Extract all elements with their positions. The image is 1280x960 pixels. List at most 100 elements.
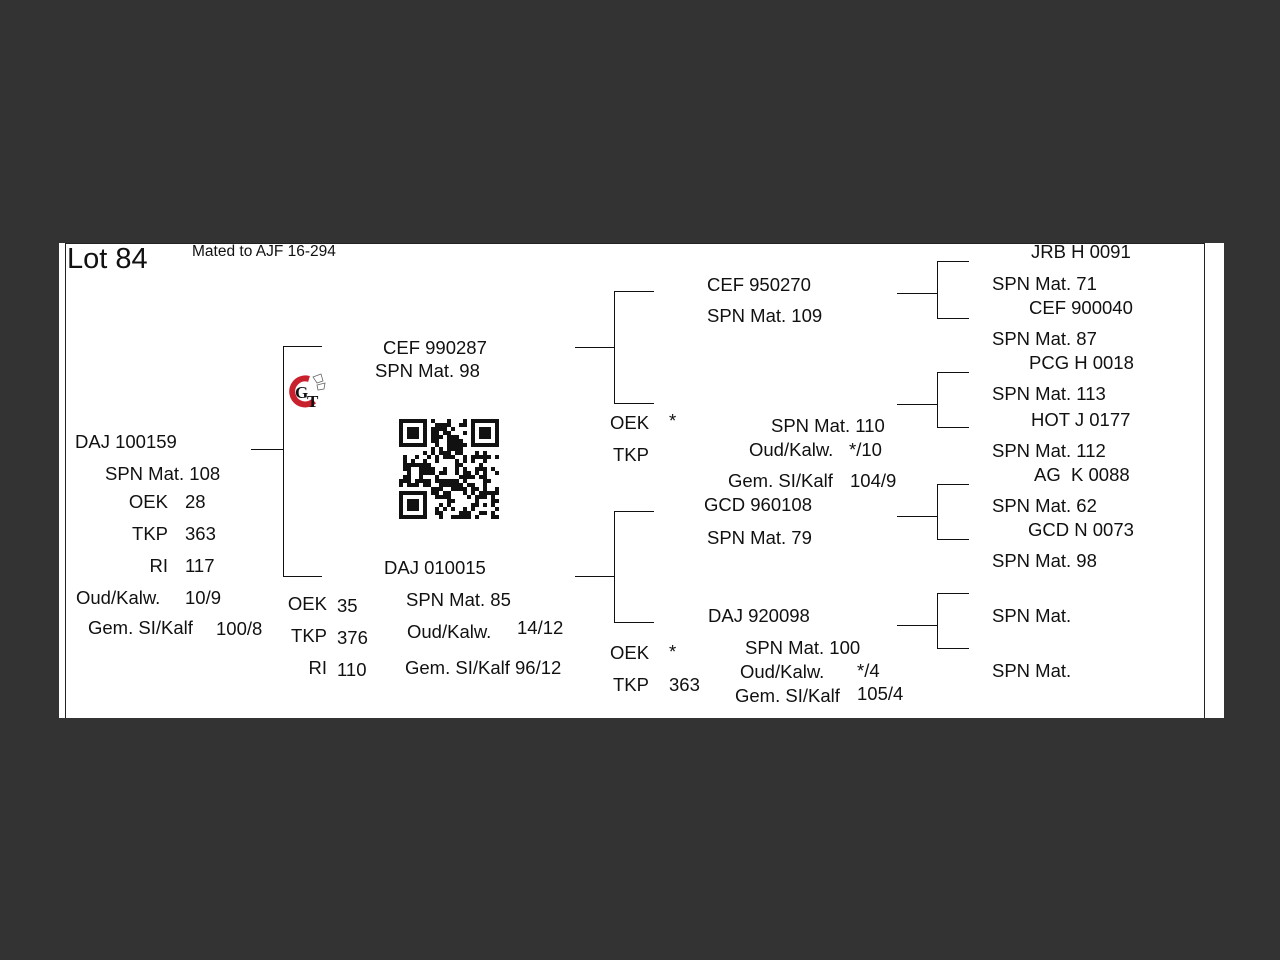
mat-granddam-oek-value: * xyxy=(669,641,677,662)
bracket-line xyxy=(614,403,654,404)
bracket-line xyxy=(897,404,937,405)
bracket-line xyxy=(937,372,938,427)
ggp-spn: SPN Mat. 113 xyxy=(992,383,1106,404)
pat-granddam-spn: SPN Mat. 110 xyxy=(771,415,885,436)
mat-granddam-oud-label: Oud/Kalw. xyxy=(740,661,825,682)
bracket-line xyxy=(937,593,938,648)
pat-grandsire-spn: SPN Mat. 109 xyxy=(707,305,823,326)
bracket-line xyxy=(614,511,615,622)
pat-granddam-oek-value: * xyxy=(669,410,677,431)
mat-grandsire-id: GCD 960108 xyxy=(704,494,812,515)
animal-stat-label: TKP xyxy=(132,523,168,544)
bracket-line xyxy=(614,511,654,512)
svg-text:G: G xyxy=(295,383,308,402)
animal-stat-label: Oud/Kalw. xyxy=(76,587,161,608)
mat-granddam-oek-label: OEK xyxy=(610,642,650,663)
dam-gem-value: 96/12 xyxy=(515,657,562,678)
pedigree-card: Lot 84 Mated to AJF 16-294 DAJ 100159 SP… xyxy=(59,243,1224,718)
ggp-spn: SPN Mat. xyxy=(992,605,1072,626)
ggp-id: GCD N 0073 xyxy=(1028,519,1134,540)
sire-spn: SPN Mat. 98 xyxy=(375,360,480,381)
sire-id: CEF 990287 xyxy=(383,337,487,358)
bracket-line xyxy=(575,576,615,577)
bracket-line xyxy=(897,625,937,626)
lot-number: Lot 84 xyxy=(67,243,148,275)
ggp-id: JRB H 0091 xyxy=(1031,243,1131,262)
animal-stat-label: OEK xyxy=(128,491,168,512)
bracket-line xyxy=(897,293,937,294)
pat-granddam-gem-label: Gem. SI/Kalf xyxy=(728,470,833,491)
mated-to: Mated to AJF 16-294 xyxy=(192,243,336,260)
pat-granddam-gem-value: 104/9 xyxy=(850,470,897,491)
ggp-spn: SPN Mat. xyxy=(992,660,1072,681)
mat-granddam-oud-value: */4 xyxy=(857,660,880,681)
dam-stat-label: OEK xyxy=(287,593,327,614)
bracket-line xyxy=(897,516,937,517)
dam-id: DAJ 010015 xyxy=(384,557,486,578)
dam-oud-label: Oud/Kalw. xyxy=(407,621,492,642)
mat-granddam-tkp-value: 363 xyxy=(669,674,700,695)
bracket-line xyxy=(937,318,969,319)
bracket-line xyxy=(937,539,969,540)
dam-stat-label: RI xyxy=(308,657,328,678)
dam-oud-value: 14/12 xyxy=(517,617,564,638)
card-left-border xyxy=(65,243,66,718)
animal-stat-value: 363 xyxy=(185,523,216,544)
pat-granddam-oud-value: */10 xyxy=(849,439,882,460)
bracket-line xyxy=(283,346,322,347)
pat-granddam-tkp-label: TKP xyxy=(613,444,649,465)
bracket-line xyxy=(937,648,969,649)
bracket-line xyxy=(937,261,969,262)
mat-granddam-gem-label: Gem. SI/Kalf xyxy=(735,685,840,706)
pat-granddam-oud-label: Oud/Kalw. xyxy=(749,439,834,460)
dam-stat-value: 376 xyxy=(337,627,368,648)
dam-stat-label: TKP xyxy=(291,625,327,646)
animal-id: DAJ 100159 xyxy=(75,431,177,452)
ggp-spn: SPN Mat. 71 xyxy=(992,273,1097,294)
ggp-id: AG K 0088 xyxy=(1034,464,1130,485)
card-top-border xyxy=(65,243,1205,244)
dam-gem-label: Gem. SI/Kalf xyxy=(405,657,510,678)
mat-grandsire-spn: SPN Mat. 79 xyxy=(707,527,812,548)
bracket-line xyxy=(937,484,969,485)
dam-spn: SPN Mat. 85 xyxy=(406,589,511,610)
animal-stat-label: RI xyxy=(149,555,169,576)
ggp-id: HOT J 0177 xyxy=(1031,409,1131,430)
animal-spn: SPN Mat. 108 xyxy=(105,463,221,484)
animal-stat-value: 28 xyxy=(185,491,206,512)
bracket-line xyxy=(575,347,615,348)
bracket-line xyxy=(283,576,322,577)
bracket-line xyxy=(937,484,938,539)
mat-granddam-id: DAJ 920098 xyxy=(708,605,810,626)
bracket-line xyxy=(283,346,284,576)
ggp-id: PCG H 0018 xyxy=(1029,352,1134,373)
bracket-line xyxy=(937,593,969,594)
bracket-line xyxy=(937,372,969,373)
bracket-line xyxy=(614,291,654,292)
mat-granddam-spn: SPN Mat. 100 xyxy=(745,637,861,658)
ggp-spn: SPN Mat. 98 xyxy=(992,550,1097,571)
pat-grandsire-id: CEF 950270 xyxy=(707,274,811,295)
animal-stat-label: Gem. SI/Kalf xyxy=(88,617,193,638)
ggp-spn: SPN Mat. 87 xyxy=(992,328,1097,349)
animal-stat-value: 117 xyxy=(185,555,215,576)
animal-stat-value: 10/9 xyxy=(185,587,222,608)
ggp-id: CEF 900040 xyxy=(1029,297,1133,318)
dam-stat-value: 110 xyxy=(337,659,367,680)
dam-stat-value: 35 xyxy=(337,595,358,616)
pat-granddam-oek-label: OEK xyxy=(610,412,650,433)
mat-granddam-tkp-label: TKP xyxy=(613,674,649,695)
svg-text:T: T xyxy=(307,392,319,411)
animal-stat-value: 100/8 xyxy=(216,618,263,639)
ggp-spn: SPN Mat. 62 xyxy=(992,495,1097,516)
bracket-line xyxy=(614,291,615,403)
qr-code-icon xyxy=(399,419,499,519)
bracket-line xyxy=(937,261,938,318)
card-right-border xyxy=(1204,243,1205,718)
bracket-line xyxy=(937,427,969,428)
bracket-line xyxy=(614,622,654,623)
gt-logo-icon: G T xyxy=(289,373,326,411)
bracket-line xyxy=(251,449,283,450)
mat-granddam-gem-value: 105/4 xyxy=(857,683,904,704)
ggp-spn: SPN Mat. 112 xyxy=(992,440,1106,461)
